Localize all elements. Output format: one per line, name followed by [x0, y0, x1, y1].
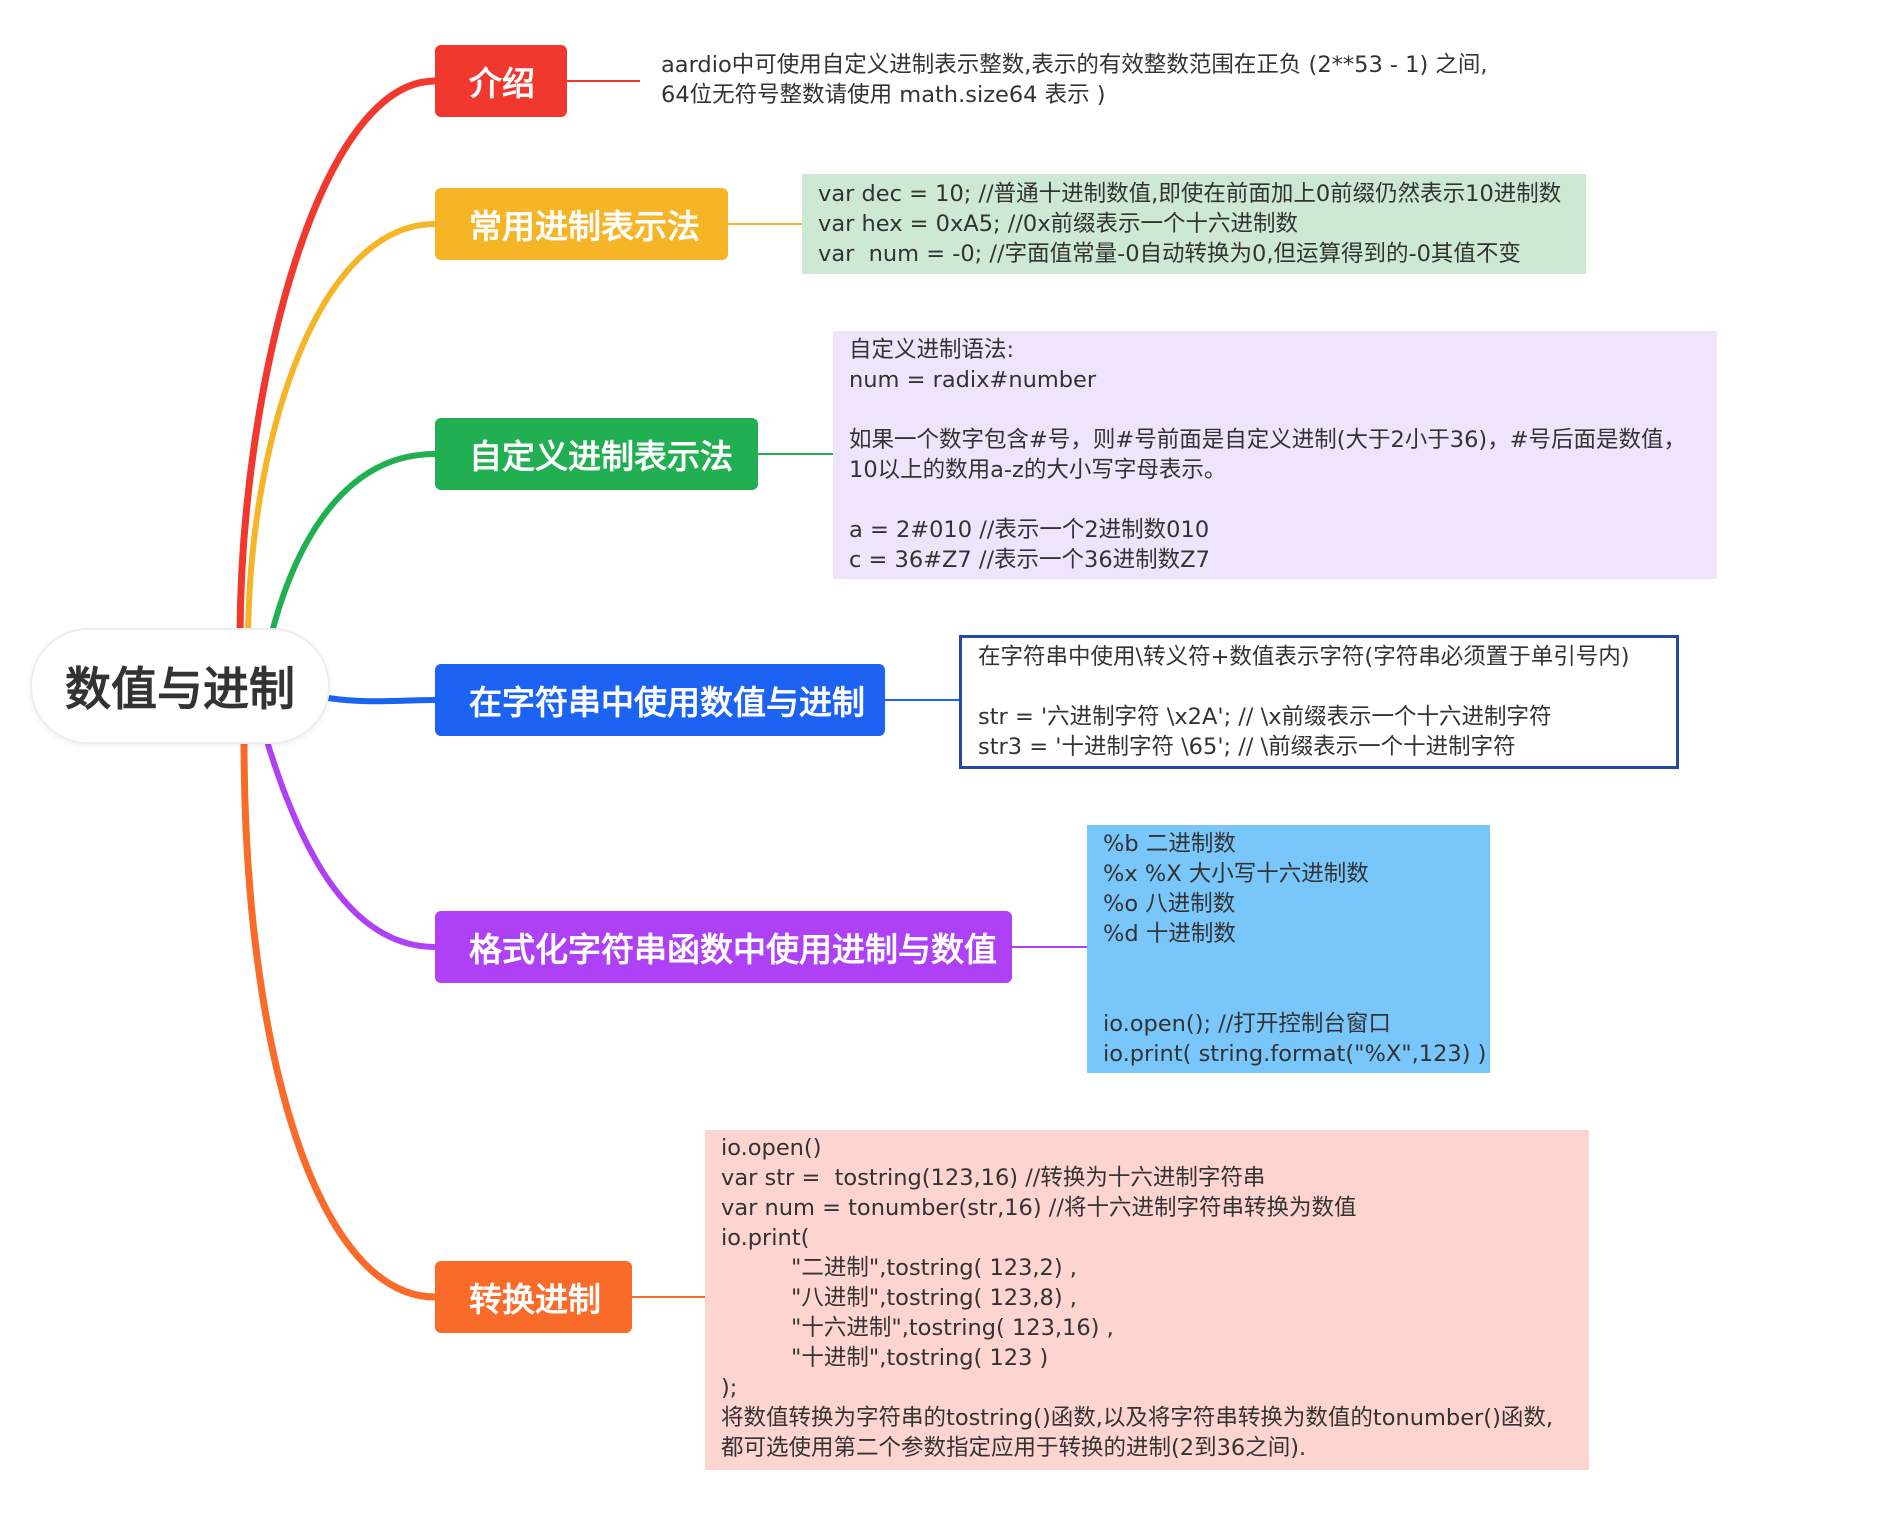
note-line: io.open(); //打开控制台窗口	[1103, 1011, 1391, 1037]
central-topic-label: 数值与进制	[65, 662, 295, 716]
note-line	[849, 395, 1701, 425]
note-line: io.print( string.format("%X",123) )	[1103, 1041, 1487, 1067]
note-line: 10以上的数用a-z的大小写字母表示。	[849, 457, 1227, 483]
note-line: %x %X 大小写十六进制数	[1103, 861, 1369, 887]
note-line	[1103, 979, 1474, 1009]
branch-intro-label: 介绍	[469, 64, 535, 103]
connector-string	[325, 695, 438, 705]
connector-custom	[265, 451, 438, 651]
branch-intro[interactable]: 介绍	[435, 45, 567, 117]
note-common-notation[interactable]: var dec = 10; //普通十进制数值,即使在前面加上0前缀仍然表示10…	[802, 174, 1586, 274]
note-format-functions[interactable]: %b 二进制数 %x %X 大小写十六进制数 %o 八进制数 %d 十进制数 i…	[1087, 825, 1490, 1073]
note-line: %o 八进制数	[1103, 891, 1236, 917]
note-line: aardio中可使用自定义进制表示整数,表示的有效整数范围在正负 (2**53 …	[661, 52, 1488, 78]
note-line: num = radix#number	[849, 367, 1097, 393]
branch-custom-radix-label: 自定义进制表示法	[469, 437, 733, 476]
branch-common-notation[interactable]: 常用进制表示法	[435, 188, 728, 260]
connector-convert	[240, 736, 439, 1301]
note-line: str3 = '十进制字符 \65'; // \前缀表示一个十进制字符	[978, 734, 1516, 760]
connector-format	[263, 735, 438, 950]
note-line: c = 36#Z7 //表示一个36进制数Z7	[849, 547, 1210, 573]
note-line: "八进制",tostring( 123,8) ,	[791, 1285, 1077, 1311]
note-line: a = 2#010 //表示一个2进制数010	[849, 517, 1210, 543]
branch-string-escapes-label: 在字符串中使用数值与进制	[469, 683, 865, 722]
branch-convert-radix[interactable]: 转换进制	[435, 1261, 632, 1333]
note-convert-radix[interactable]: io.open() var str = tostring(123,16) //转…	[705, 1130, 1589, 1470]
branch-convert-radix-label: 转换进制	[469, 1280, 601, 1319]
connector-common	[245, 221, 438, 648]
note-line: io.print(	[721, 1225, 810, 1251]
note-line: var num = tonumber(str,16) //将十六进制字符串转换为…	[721, 1195, 1357, 1221]
note-line: var str = tostring(123,16) //转换为十六进制字符串	[721, 1165, 1266, 1191]
note-line: 都可选使用第二个参数指定应用于转换的进制(2到36之间).	[721, 1435, 1307, 1461]
note-line	[1103, 949, 1474, 979]
connector-intro	[236, 77, 439, 644]
note-custom-radix[interactable]: 自定义进制语法: num = radix#number 如果一个数字包含#号，则…	[833, 331, 1717, 579]
note-line: 将数值转换为字符串的tostring()函数,以及将字符串转换为数值的tonum…	[721, 1405, 1553, 1431]
branch-common-notation-label: 常用进制表示法	[469, 207, 700, 246]
note-line: );	[721, 1375, 738, 1401]
note-line: %b 二进制数	[1103, 831, 1236, 857]
note-line: %d 十进制数	[1103, 921, 1236, 947]
branch-custom-radix[interactable]: 自定义进制表示法	[435, 418, 758, 490]
note-line: var hex = 0xA5; //0x前缀表示一个十六进制数	[818, 211, 1299, 237]
branch-string-escapes[interactable]: 在字符串中使用数值与进制	[435, 664, 885, 736]
note-line	[849, 485, 1701, 515]
note-line: 如果一个数字包含#号，则#号前面是自定义进制(大于2小于36)，#号后面是数值，	[849, 427, 1687, 453]
note-line: 自定义进制语法:	[849, 337, 1015, 363]
note-line: 在字符串中使用\转义符+数值表示字符(字符串必须置于单引号内)	[978, 644, 1630, 670]
note-string-escapes[interactable]: 在字符串中使用\转义符+数值表示字符(字符串必须置于单引号内) str = '六…	[959, 635, 1679, 769]
note-line: "二进制",tostring( 123,2) ,	[791, 1255, 1077, 1281]
branch-format-functions-label: 格式化字符串函数中使用进制与数值	[469, 930, 997, 969]
branch-format-functions[interactable]: 格式化字符串函数中使用进制与数值	[435, 911, 1012, 983]
note-line: str = '六进制字符 \x2A'; // \x前缀表示一个十六进制字符	[978, 704, 1552, 730]
note-line: "十进制",tostring( 123 )	[791, 1345, 1049, 1371]
note-line: var dec = 10; //普通十进制数值,即使在前面加上0前缀仍然表示10…	[818, 181, 1562, 207]
note-line: 64位无符号整数请使用 math.size64 表示 )	[661, 82, 1106, 108]
note-line	[978, 672, 1660, 702]
note-line: var num = -0; //字面值常量-0自动转换为0,但运算得到的-0其值…	[818, 241, 1521, 267]
central-topic[interactable]: 数值与进制	[32, 630, 328, 742]
note-line: io.open()	[721, 1135, 822, 1161]
note-intro[interactable]: aardio中可使用自定义进制表示整数,表示的有效整数范围在正负 (2**53 …	[655, 50, 1515, 122]
note-line: "十六进制",tostring( 123,16) ,	[791, 1315, 1114, 1341]
